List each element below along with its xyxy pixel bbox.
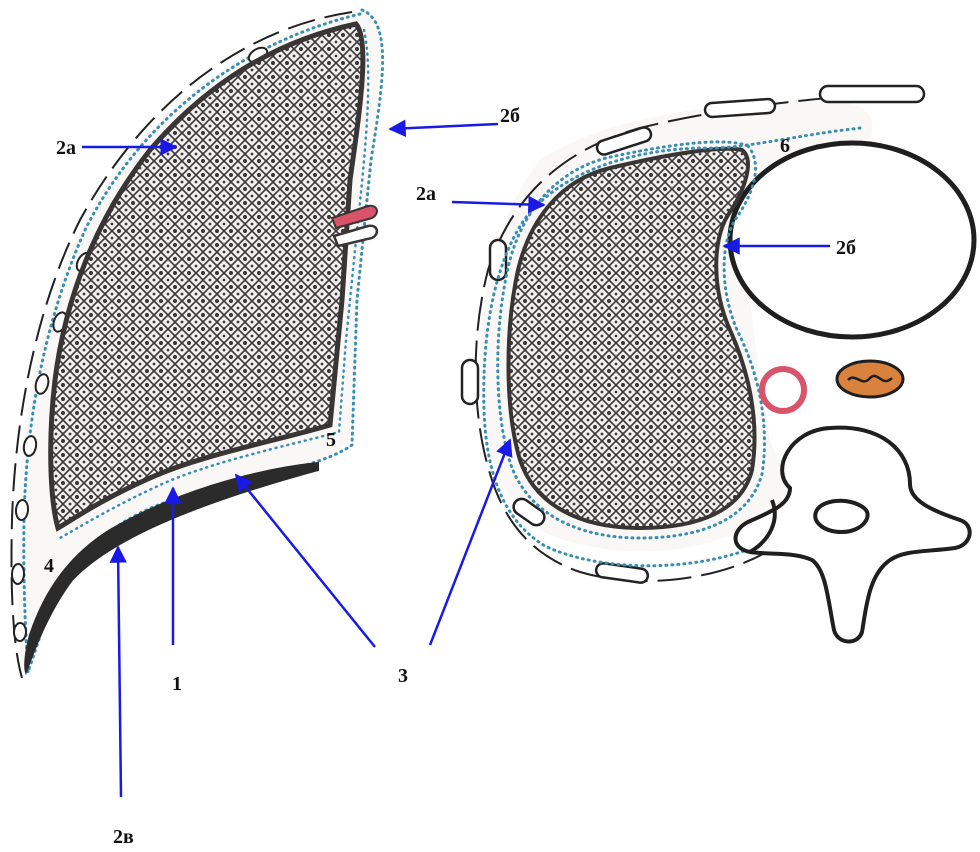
label-right-2a: 2а bbox=[416, 183, 436, 205]
label-left-4: 4 bbox=[44, 555, 54, 577]
arrow-left-3 bbox=[236, 475, 375, 647]
label-left-2a: 2а bbox=[56, 137, 76, 159]
vertebral-canal bbox=[815, 501, 867, 532]
label-3: 3 bbox=[398, 665, 408, 687]
label-left-2b: 2б bbox=[500, 105, 520, 127]
arrow-left-2b bbox=[390, 124, 498, 129]
label-right-2b: 2б bbox=[836, 237, 856, 259]
transverse-section bbox=[462, 86, 974, 642]
frontal-section bbox=[11, 8, 382, 678]
aorta bbox=[762, 369, 804, 411]
arrow-left-2v bbox=[118, 547, 121, 797]
label-left-5: 5 bbox=[326, 429, 336, 451]
label-left-2v: 2в bbox=[113, 826, 134, 848]
arrow-right-3 bbox=[430, 440, 510, 645]
label-left-1: 1 bbox=[172, 673, 182, 695]
label-right-6: 6 bbox=[780, 135, 790, 157]
